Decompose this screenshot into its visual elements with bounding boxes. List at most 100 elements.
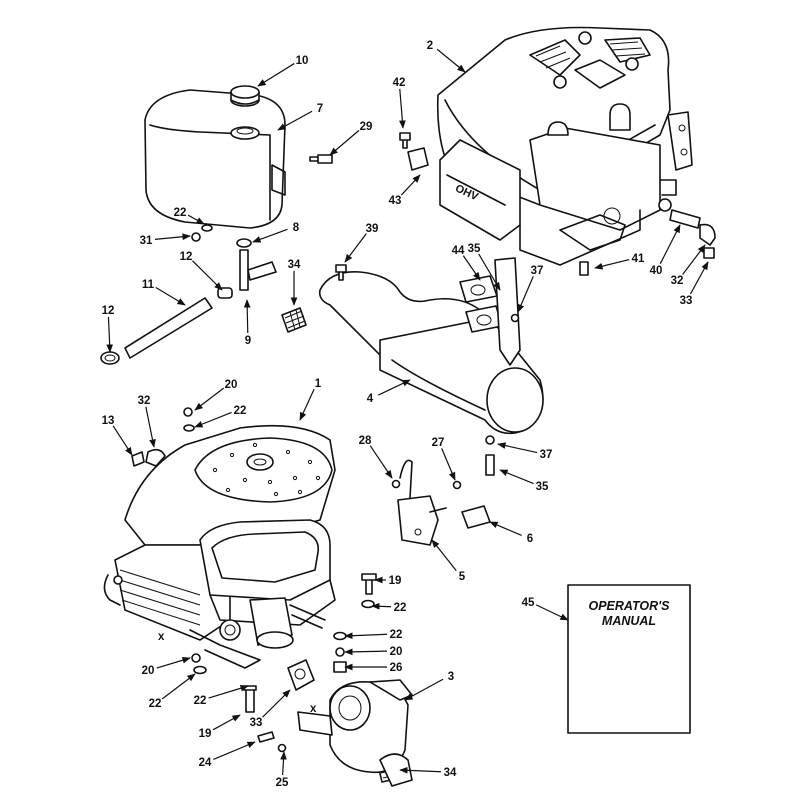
bracket-part-5 — [397, 459, 447, 546]
screw-part-24 — [257, 731, 275, 743]
callout-26: 26 — [344, 662, 402, 674]
leader-line — [145, 406, 156, 448]
callout-4: 4 — [367, 379, 411, 405]
callout-32: 32 — [138, 395, 156, 448]
nut-part-37-upper — [510, 313, 520, 323]
nut-part-20-left — [191, 653, 201, 663]
leader-line — [344, 233, 367, 263]
callout-number: 35 — [536, 481, 549, 493]
leader-line — [344, 632, 388, 640]
washer-part-22-top2 — [183, 424, 195, 432]
leader-line — [517, 276, 534, 313]
callout-40: 40 — [650, 224, 681, 277]
callout-42: 42 — [393, 77, 406, 129]
leader-line — [280, 751, 287, 776]
callout-34: 34 — [399, 766, 457, 779]
leader-line — [154, 233, 191, 241]
callout-6: 6 — [489, 521, 533, 545]
x-mark-left: x — [158, 631, 165, 643]
callout-number: 2 — [427, 40, 433, 52]
callout-number: 28 — [359, 435, 372, 447]
muffler-part-3 — [297, 679, 413, 787]
callout-number: 9 — [245, 335, 251, 347]
callout-9: 9 — [243, 299, 251, 347]
callout-number: 25 — [276, 777, 289, 789]
plug-part-13 — [131, 451, 145, 467]
knob-part-6 — [461, 505, 491, 529]
leader-line — [192, 260, 223, 291]
callout-22: 22 — [344, 629, 402, 641]
callout-5: 5 — [431, 539, 466, 583]
callout-37: 37 — [517, 265, 544, 313]
leader-line — [106, 316, 114, 353]
callout-8: 8 — [252, 222, 300, 243]
callout-22: 22 — [149, 673, 196, 710]
grommet-part-8 — [236, 238, 252, 248]
callout-number: 4 — [367, 393, 374, 405]
callout-number: 10 — [296, 55, 309, 67]
plug-part-33-right — [703, 247, 715, 259]
nut-part-20-right — [335, 647, 345, 657]
leader-line — [243, 299, 251, 334]
leader-line — [478, 253, 501, 291]
callout-number: 31 — [140, 235, 153, 247]
callout-number: 19 — [199, 728, 212, 740]
callout-7: 7 — [277, 103, 323, 131]
elbow-part-32-right — [699, 223, 716, 246]
washer-part-25 — [277, 743, 287, 753]
leader-line — [252, 228, 288, 243]
operators-manual-part-45: OPERATOR'S MANUAL — [567, 584, 691, 734]
callout-13: 13 — [102, 415, 133, 456]
callout-44: 44 — [452, 245, 481, 281]
callout-3: 3 — [404, 671, 454, 701]
leader-line — [594, 259, 630, 270]
leader-line — [277, 110, 313, 131]
leader-line — [489, 521, 522, 536]
callout-number: 32 — [671, 275, 684, 287]
callout-number: 22 — [174, 207, 187, 219]
callout-number: 22 — [234, 405, 247, 417]
callout-number: 22 — [394, 602, 407, 614]
callout-number: 13 — [102, 415, 115, 427]
callout-1: 1 — [299, 378, 322, 421]
leader-line — [329, 129, 360, 156]
washer-part-22-right-b — [333, 631, 347, 641]
callout-11: 11 — [142, 279, 186, 306]
callout-number: 35 — [468, 243, 481, 255]
x-mark-right: x — [310, 703, 317, 715]
nut-part-20-top — [183, 407, 193, 417]
callout-41: 41 — [594, 253, 645, 270]
leader-line — [212, 714, 241, 731]
callout-number: 32 — [138, 395, 151, 407]
leader-line — [257, 63, 295, 87]
callout-number: 12 — [180, 251, 193, 263]
callout-19: 19 — [199, 714, 241, 740]
callout-39: 39 — [344, 223, 379, 263]
callout-number: 37 — [531, 265, 544, 277]
callout-number: 44 — [452, 245, 465, 257]
leader-line — [436, 48, 466, 73]
callout-number: 45 — [522, 597, 535, 609]
callout-number: 11 — [142, 279, 155, 291]
callout-number: 41 — [632, 253, 645, 265]
callout-number: 20 — [142, 665, 155, 677]
callout-number: 19 — [389, 575, 402, 587]
callout-number: 34 — [444, 767, 457, 779]
leader-line — [535, 604, 569, 621]
screw-part-29 — [309, 154, 333, 164]
callout-number: 39 — [366, 223, 379, 235]
leader-line — [262, 689, 291, 718]
callout-number: 22 — [149, 698, 162, 710]
callout-number: 5 — [459, 571, 466, 583]
callout-34: 34 — [288, 259, 301, 306]
leader-line — [371, 602, 392, 610]
engine-part-1 — [103, 424, 336, 669]
nut-part-28 — [391, 479, 401, 489]
leader-line — [161, 673, 196, 700]
screw-part-39 — [335, 264, 347, 281]
leader-line — [377, 379, 411, 396]
leader-line — [400, 174, 421, 196]
callout-45: 45 — [522, 597, 569, 621]
